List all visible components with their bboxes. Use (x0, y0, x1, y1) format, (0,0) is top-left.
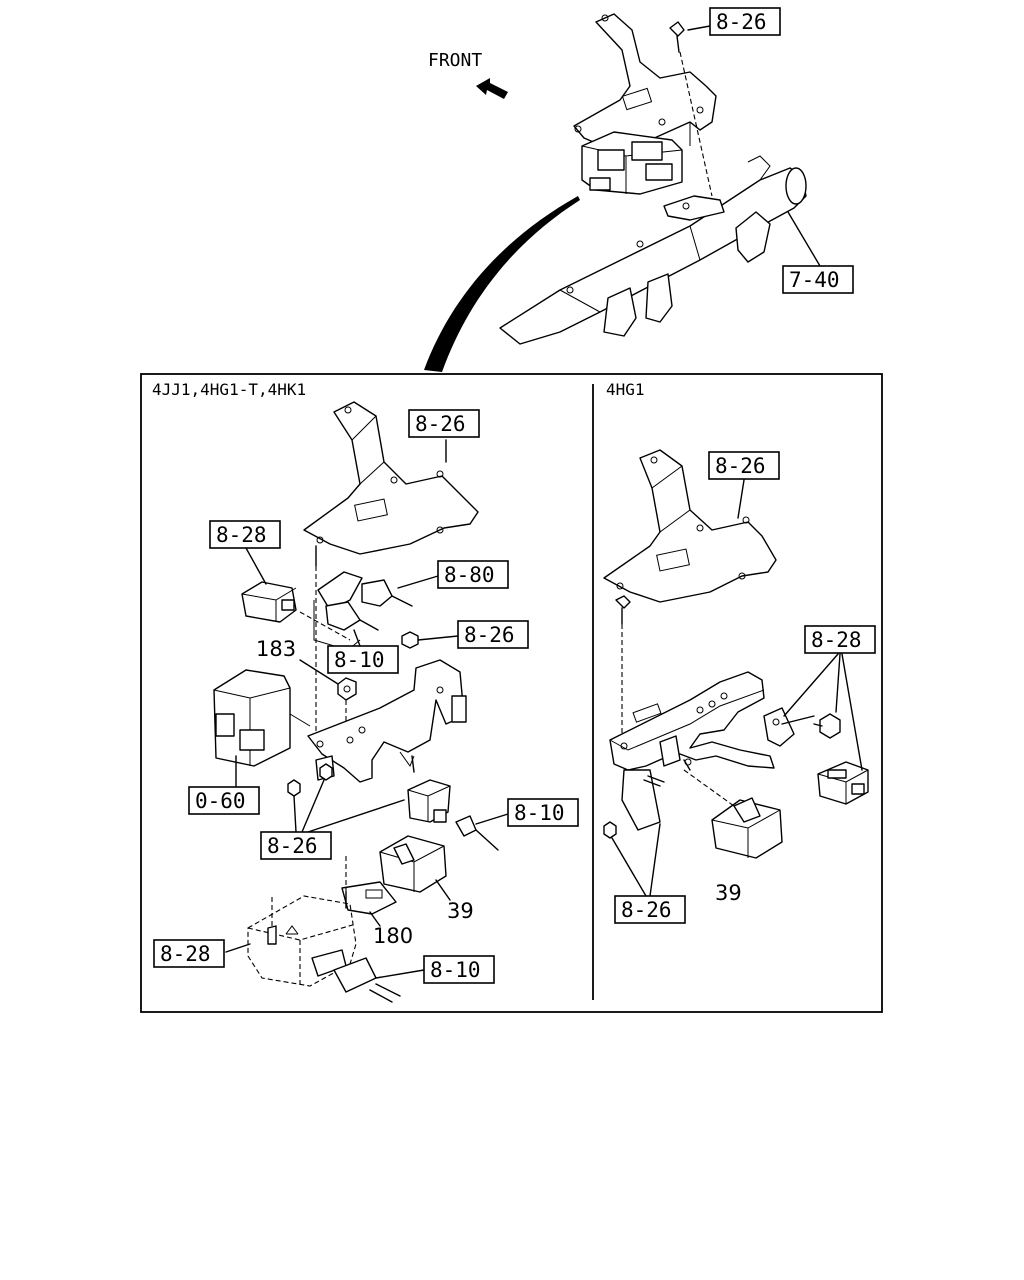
callout-right-bracket: 8-26 (708, 451, 780, 480)
callout-top-8-26: 8-26 (709, 7, 781, 36)
callout-nuts-bottom: 8-26 (260, 831, 332, 860)
callout-connector-top: 8-80 (437, 560, 509, 589)
number-39-left: 39 (447, 899, 474, 923)
top-ecu-block (581, 131, 683, 195)
callout-nut-right: 8-26 (457, 620, 529, 649)
leader-ecu-8-28 (225, 943, 251, 953)
right-mount-bracket (609, 671, 795, 831)
left-bracket (303, 401, 479, 555)
leader-right-nuts (611, 823, 661, 897)
callout-right-bolts: 8-28 (804, 625, 876, 654)
leader-7-40 (787, 211, 821, 267)
leader-39-left (435, 879, 451, 901)
callout-connector-right: 8-10 (507, 798, 579, 827)
relay-right (407, 779, 451, 823)
svg-text:8-10: 8-10 (514, 801, 565, 825)
right-panel-header: 4HG1 (606, 380, 645, 399)
relay-39-right (683, 769, 783, 859)
callout-right-nuts: 8-26 (614, 895, 686, 924)
relay-dash (299, 611, 351, 641)
svg-text:8-26: 8-26 (267, 834, 318, 858)
connector-right-8-10 (455, 815, 499, 851)
connector-cluster (313, 571, 413, 651)
frame-rail (499, 155, 807, 345)
right-connector (817, 761, 869, 805)
svg-text:0-60: 0-60 (195, 789, 246, 813)
callout-left-relay: 8-28 (209, 520, 281, 549)
top-bolt (669, 21, 713, 197)
number-183: 183 (256, 637, 296, 661)
svg-text:8-28: 8-28 (160, 942, 211, 966)
leader-right-8-28 (783, 653, 863, 771)
svg-text:8-10: 8-10 (334, 648, 385, 672)
leader-nuts-bottom (293, 779, 405, 833)
leader-8-10-mid (353, 629, 361, 647)
front-arrow (476, 78, 508, 99)
front-label: FRONT (428, 50, 482, 71)
svg-text:8-28: 8-28 (216, 523, 267, 547)
module-0-60 (213, 669, 311, 767)
svg-text:8-10: 8-10 (430, 958, 481, 982)
leader-8-10-bottom (375, 969, 425, 979)
leader-left-8-28 (245, 547, 267, 585)
svg-text:8-26: 8-26 (716, 10, 767, 34)
right-nuts (603, 821, 617, 839)
leader-8-10-right (475, 813, 509, 825)
svg-text:7-40: 7-40 (789, 268, 840, 292)
callout-top-7-40: 7-40 (782, 265, 854, 294)
callout-ecu: 8-28 (153, 939, 225, 968)
number-180: 180 (373, 924, 413, 948)
relay-39-left (379, 835, 447, 893)
right-bracket (603, 449, 777, 603)
callout-connector-bottom: 8-10 (423, 955, 495, 984)
left-panel-header: 4JJ1,4HG1-T,4HK1 (152, 380, 306, 399)
svg-text:8-26: 8-26 (715, 454, 766, 478)
middle-bracket (307, 659, 467, 783)
left-nut-right (401, 631, 419, 649)
callout-connector-mid: 8-10 (327, 645, 399, 674)
callout-left-bracket: 8-26 (408, 409, 480, 438)
svg-text:8-26: 8-26 (415, 412, 466, 436)
number-39-right: 39 (715, 881, 742, 905)
nuts-bottom (287, 763, 333, 797)
svg-text:8-26: 8-26 (621, 898, 672, 922)
callout-module: 0-60 (188, 786, 260, 815)
leader-top-8-26 (687, 25, 711, 31)
detail-frame (140, 373, 883, 1013)
right-small-bolts (643, 713, 841, 787)
leader-nut-right (417, 635, 459, 641)
left-relay (241, 581, 297, 623)
leader-180 (369, 911, 381, 927)
svg-text:8-28: 8-28 (811, 628, 862, 652)
leader-right-bracket (737, 479, 745, 519)
leader-8-80 (397, 575, 439, 589)
svg-text:8-26: 8-26 (464, 623, 515, 647)
svg-text:8-80: 8-80 (444, 563, 495, 587)
leader-183 (299, 659, 339, 685)
right-screw (615, 595, 631, 740)
detail-swoosh (424, 196, 580, 372)
plate-180 (341, 856, 397, 915)
